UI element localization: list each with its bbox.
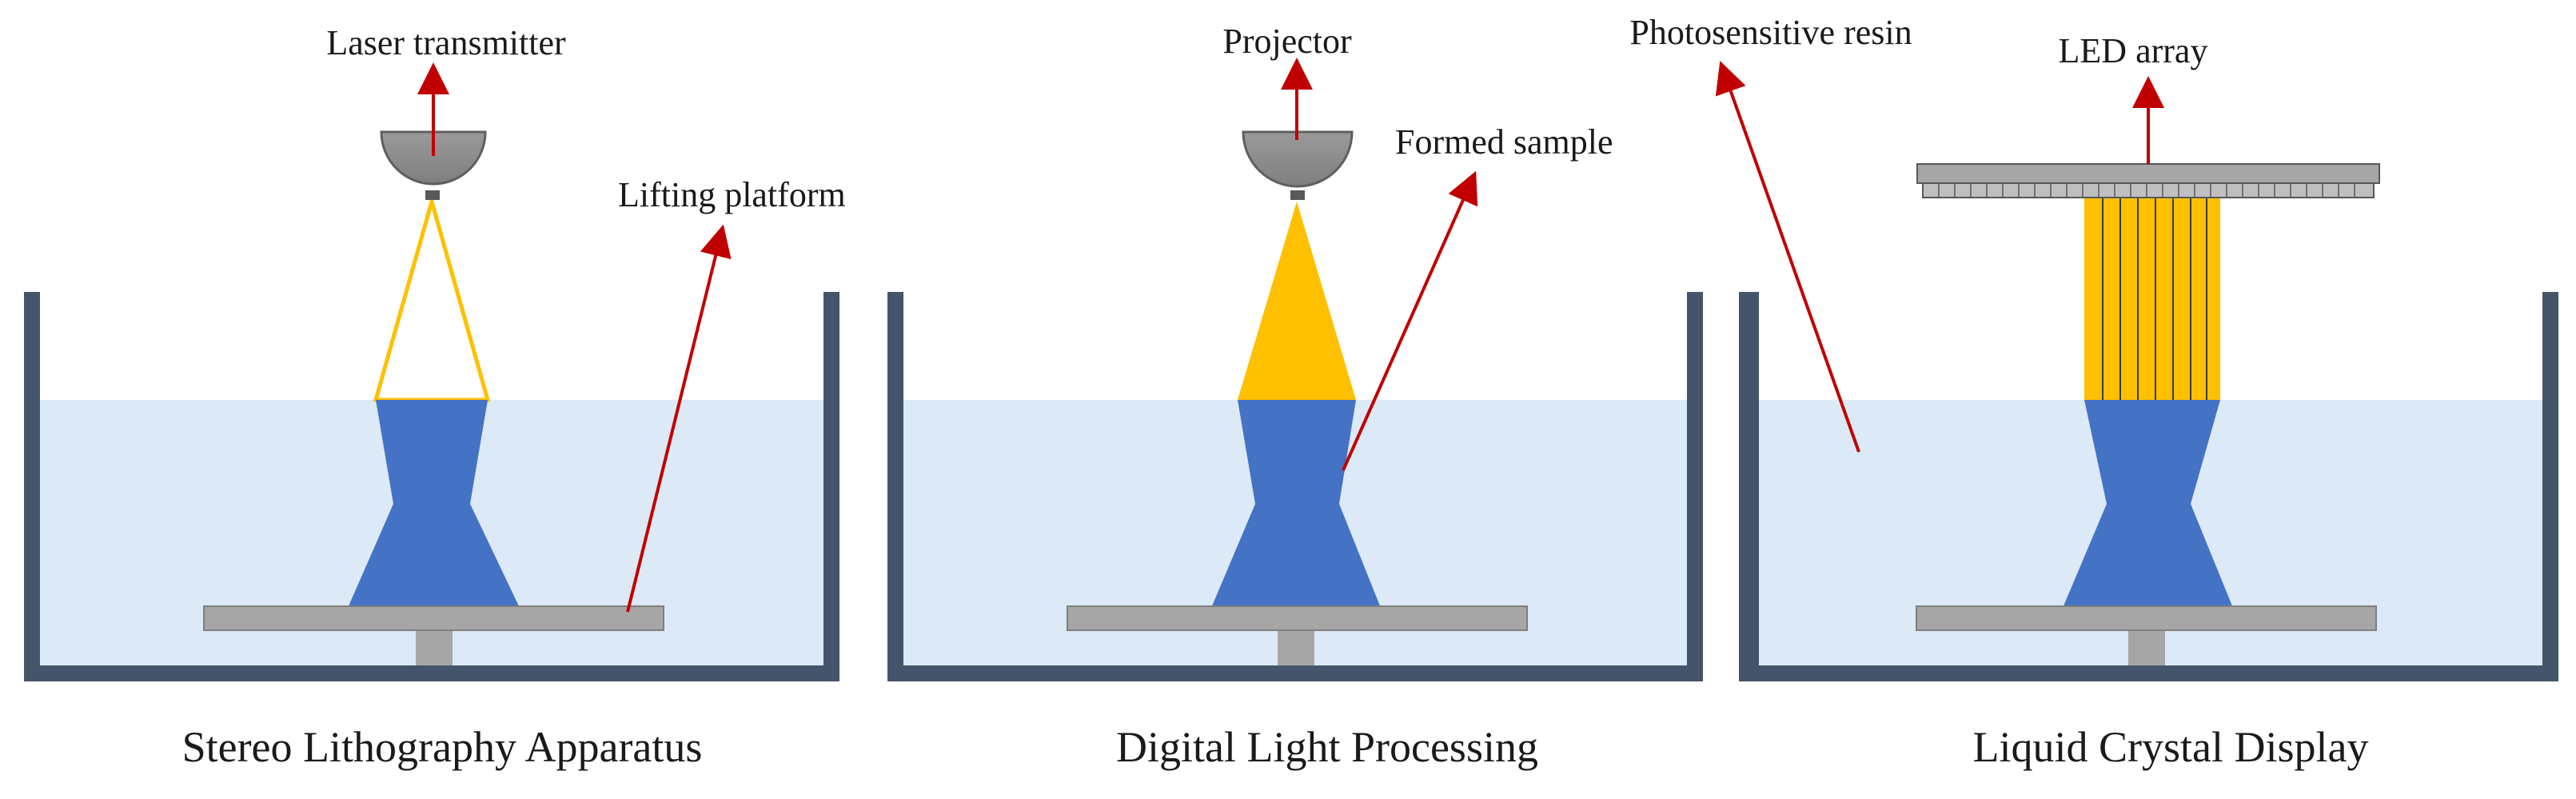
label-lifting-platform: Lifting platform <box>618 175 846 214</box>
lifting-platform <box>203 605 664 631</box>
platform-stem <box>416 630 453 665</box>
panel-dlp: Projector Formed sample Digital Light Pr… <box>887 22 1703 771</box>
panel-title-dlp: Digital Light Processing <box>1116 723 1538 771</box>
formed-sample <box>1211 400 1381 608</box>
arrow-formed-sample <box>1342 170 1478 471</box>
platform-stem <box>1278 630 1314 665</box>
panel-title-sla: Stereo Lithography Apparatus <box>182 723 703 771</box>
label-formed-sample: Formed sample <box>1395 122 1613 162</box>
led-cell-dividers <box>1938 183 2355 198</box>
led-array-cells <box>1922 182 2375 198</box>
projector-lens <box>1290 190 1305 200</box>
lifting-platform <box>1916 605 2377 631</box>
projector-icon <box>1242 130 1354 188</box>
formed-sample <box>348 400 520 608</box>
laser-transmitter-icon <box>380 130 487 186</box>
label-projector: Projector <box>1222 22 1352 61</box>
formed-sample <box>2063 400 2233 608</box>
panel-sla: Laser transmitter Lifting platform Stere… <box>24 23 846 771</box>
lifting-platform <box>1067 605 1528 631</box>
panel-lcd: LED array Photosensitive resin Liquid Cr… <box>1629 13 2558 771</box>
laser-beam <box>373 194 491 402</box>
label-photosensitive-resin: Photosensitive resin <box>1629 13 1912 52</box>
arrow-lifting-platform <box>626 224 732 613</box>
arrow-photosensitive-resin <box>1715 61 1860 453</box>
projected-light <box>1238 202 1356 400</box>
led-array-panel <box>1916 163 2380 184</box>
panel-title-lcd: Liquid Crystal Display <box>1973 723 2369 771</box>
led-light-columns <box>2084 198 2220 400</box>
laser-emitter <box>425 190 440 200</box>
label-laser-transmitter: Laser transmitter <box>326 23 566 62</box>
label-led-array: LED array <box>2059 31 2208 70</box>
platform-stem <box>2128 630 2165 665</box>
